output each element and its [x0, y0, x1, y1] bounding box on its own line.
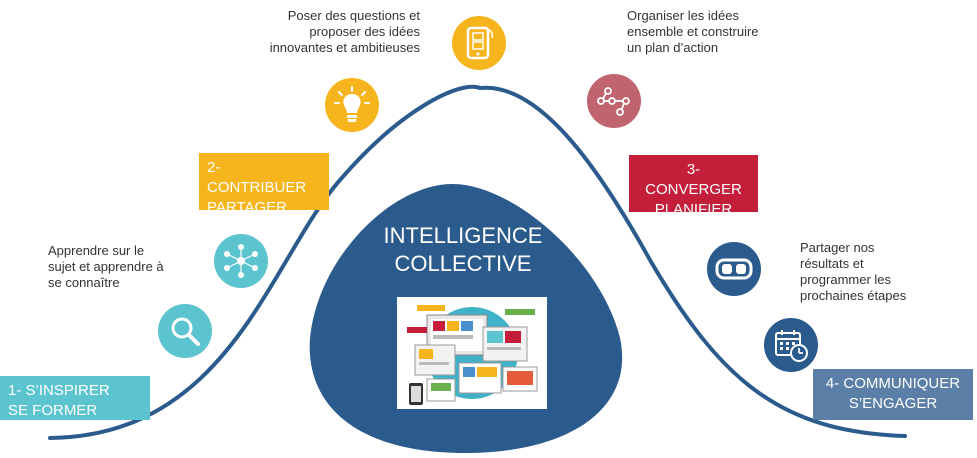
step-3-box: 3- CONVERGER PLANIFIER — [629, 155, 758, 218]
step-3-title: 3- CONVERGER — [645, 161, 742, 198]
goggles-icon — [707, 242, 761, 296]
step-2-subtitle: PARTAGER — [207, 199, 288, 216]
step-1-subtitle: SE FORMER — [8, 402, 98, 419]
tablet-icon — [452, 16, 506, 70]
step-1-title: 1- S’INSPIRER — [8, 382, 110, 399]
flow-nodes-icon — [587, 74, 641, 128]
step-4-title: 4- COMMUNIQUER — [825, 375, 961, 392]
collaboration-illustration — [397, 297, 547, 409]
note-questions: Poser des questions et proposer des idée… — [269, 8, 420, 55]
step-4-box: 4- COMMUNIQUER S’ENGAGER — [813, 369, 973, 420]
center-title-line1: INTELLIGENCE — [383, 223, 543, 248]
note-organize: Organiser les idées ensemble et construi… — [627, 8, 759, 55]
center-title: INTELLIGENCE COLLECTIVE — [343, 222, 583, 278]
step-3-subtitle: PLANIFIER — [654, 201, 733, 218]
step-4-subtitle: S’ENGAGER — [848, 395, 938, 412]
note-learn: Apprendre sur le sujet et apprendre à se… — [48, 243, 164, 290]
people-network-icon — [214, 234, 268, 288]
magnifier-icon — [158, 304, 212, 358]
note-share: Partager nos résultats et programmer les… — [800, 240, 907, 303]
center-title-line2: COLLECTIVE — [394, 251, 532, 276]
step-2-title: 2- CONTRIBUER — [207, 159, 307, 196]
lightbulb-icon — [325, 78, 379, 132]
step-2-box: 2- CONTRIBUER PARTAGER — [199, 153, 329, 216]
step-1-box: 1- S’INSPIRER SE FORMER — [0, 376, 150, 420]
calendar-clock-icon — [764, 318, 818, 372]
